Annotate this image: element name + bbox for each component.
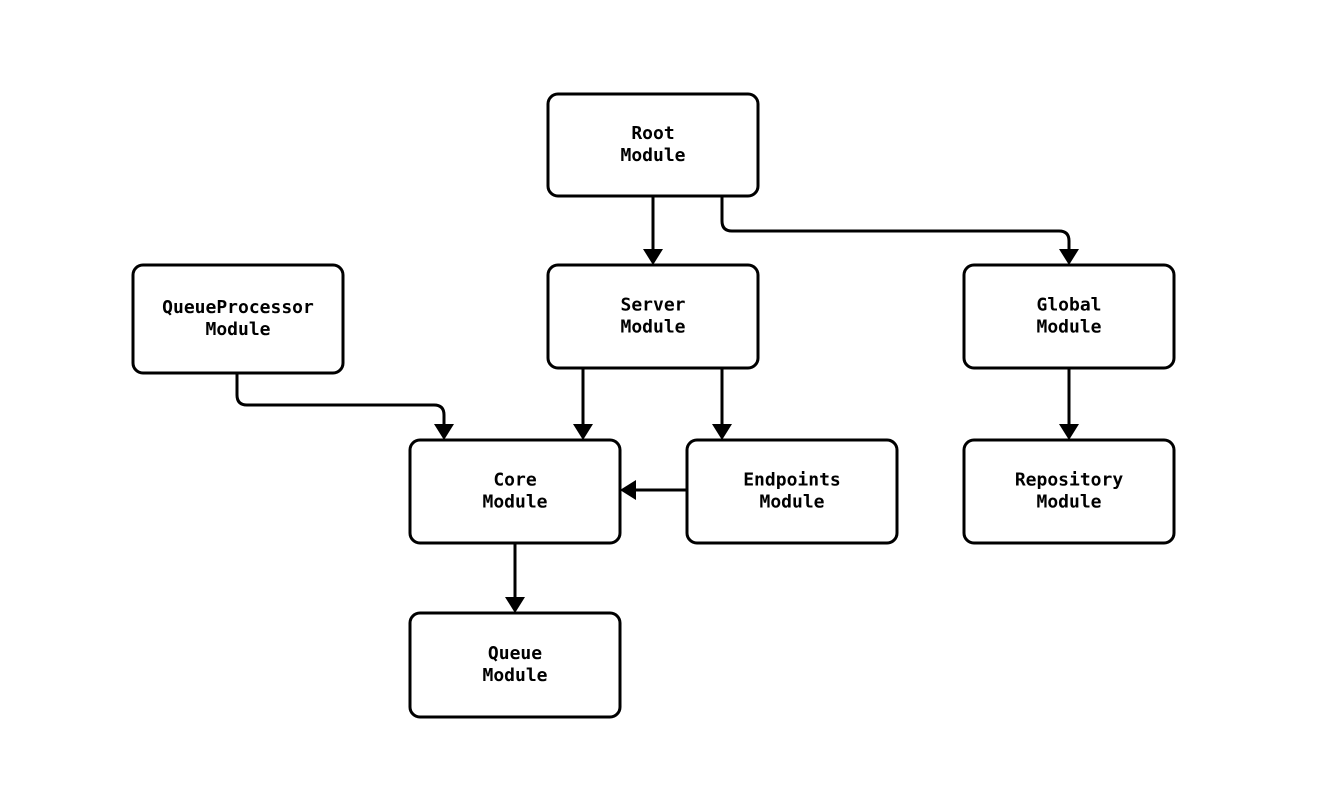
queue-module-node-label-line2: Module	[482, 665, 547, 686]
repository-module-node-label-line2: Module	[1036, 492, 1101, 513]
arrowhead-icon	[643, 249, 663, 265]
queueprocessor-module-node-label-line2: Module	[205, 319, 270, 340]
edge-root-to-global-line	[720, 196, 1071, 249]
edge-queueprocessor-to-core-line	[235, 373, 446, 424]
arrowhead-icon	[1059, 424, 1079, 440]
queue-module-node-box[interactable]	[408, 611, 622, 719]
edge-endpoints-to-core	[620, 480, 687, 500]
arrowhead-icon	[1059, 249, 1079, 265]
root-module-node-box[interactable]	[546, 92, 760, 198]
edge-core-to-queue	[505, 543, 525, 613]
arrowhead-icon	[712, 424, 732, 440]
root-module-node-label-line2: Module	[620, 145, 685, 166]
server-module-node-label-line2: Module	[620, 317, 685, 338]
arrowhead-icon	[434, 424, 454, 440]
endpoints-module-node-label-line1: Endpoints	[743, 470, 841, 491]
repository-module-node-box[interactable]	[962, 438, 1176, 545]
edge-server-to-core	[573, 368, 593, 440]
server-module-node-label-line1: Server	[620, 295, 685, 316]
arrowhead-icon	[505, 597, 525, 613]
edge-server-to-endpoints	[712, 368, 732, 440]
server-module-node-box[interactable]	[546, 263, 760, 370]
edges-layer	[235, 196, 1079, 613]
global-module-node-box[interactable]	[962, 263, 1176, 370]
queueprocessor-module-node-box[interactable]	[131, 263, 345, 375]
edge-root-to-server	[643, 196, 663, 265]
core-module-node-label-line2: Module	[482, 492, 547, 513]
queue-module-node-label-line1: Queue	[488, 643, 542, 664]
arrowhead-icon	[573, 424, 593, 440]
core-module-node-label-line1: Core	[493, 470, 537, 491]
global-module-node-label-line1: Global	[1036, 295, 1101, 316]
repository-module-node-label-line1: Repository	[1015, 470, 1124, 491]
core-module-node-box[interactable]	[408, 438, 622, 545]
queueprocessor-module-node-label-line1: QueueProcessor	[162, 297, 314, 318]
endpoints-module-node-box[interactable]	[685, 438, 899, 545]
root-module-node-label-line1: Root	[631, 123, 674, 144]
edge-root-to-global	[720, 196, 1079, 265]
edge-global-to-repository	[1059, 368, 1079, 440]
global-module-node-label-line2: Module	[1036, 317, 1101, 338]
arrowhead-icon	[620, 480, 636, 500]
endpoints-module-node-label-line2: Module	[759, 492, 824, 513]
edge-queueprocessor-to-core	[235, 373, 454, 440]
